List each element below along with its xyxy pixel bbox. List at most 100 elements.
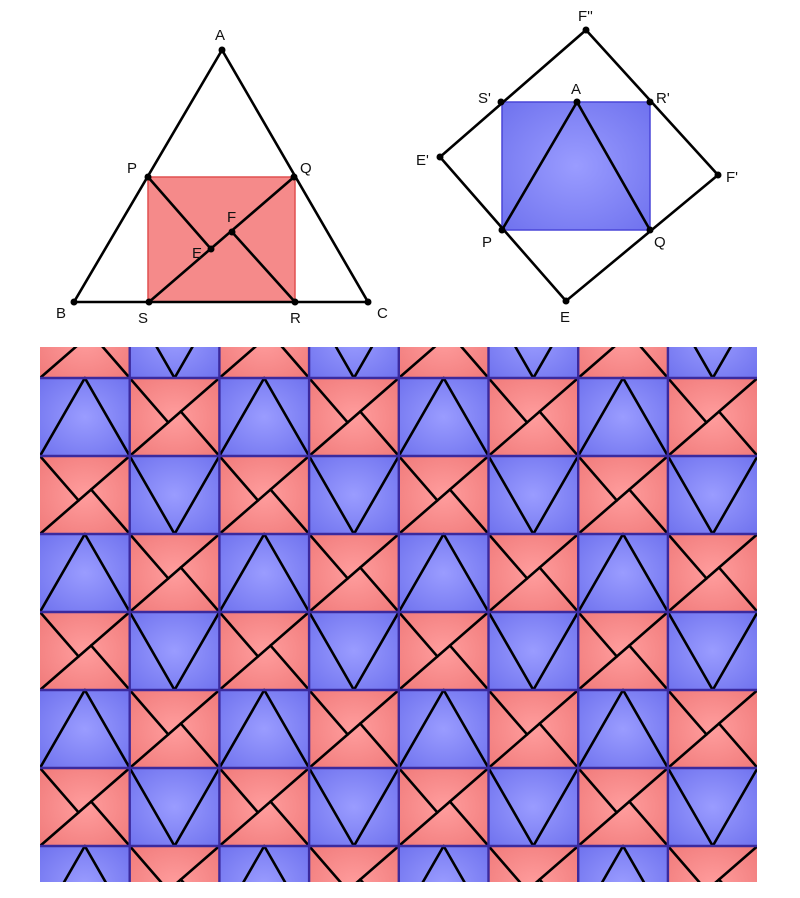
triangle-edge (173, 454, 221, 536)
dissection-cut (448, 644, 490, 692)
dissection-diagonal (397, 347, 437, 380)
triangle-edge (128, 610, 176, 692)
dissection-cut (358, 722, 401, 770)
dissection-cut (179, 722, 221, 770)
blue-tile (129, 347, 220, 378)
dissection-diagonal (40, 454, 131, 536)
triangle-edge (262, 376, 311, 458)
dissection-cut (179, 566, 221, 614)
dissection-cut (307, 376, 349, 424)
dissection-cut (219, 300, 258, 344)
triangle-edge (307, 454, 356, 536)
triangle-edge (666, 766, 715, 848)
triangle-edge (442, 688, 490, 770)
dissection-cut (628, 644, 670, 692)
triangle-edge (262, 532, 311, 614)
triangle-edge (711, 766, 757, 848)
segment-pe (146, 175, 213, 251)
dissection-cut (128, 688, 170, 736)
dissection-cut (179, 878, 185, 882)
dissection-cut (128, 844, 163, 882)
triangle-edge (600, 844, 625, 882)
dissection-diagonal (397, 610, 490, 692)
blue-tile (40, 690, 130, 768)
triangle-edge (711, 347, 733, 380)
dissection-diagonal (307, 376, 401, 458)
dissection-diagonal (487, 532, 580, 614)
red-tile (129, 846, 220, 882)
triangle-edge (621, 688, 670, 770)
dissection-diagonal (218, 766, 311, 848)
triangle-edge (442, 532, 490, 614)
dissection-diagonal (397, 766, 490, 848)
triangle-edge (576, 376, 625, 458)
points-right (436, 26, 722, 305)
triangle-edge (307, 610, 356, 692)
blue-tile (219, 534, 310, 612)
dissection-cut (218, 454, 260, 502)
triangle-edge (621, 844, 646, 882)
triangle-edge (352, 766, 401, 848)
dissection-cut (307, 844, 343, 882)
triangle-square-figure: A P Q F E B S R C (56, 27, 388, 327)
dissection-cut (307, 532, 349, 580)
blue-tile (309, 347, 399, 378)
dissection-diagonal (666, 376, 757, 458)
triangle-edge (397, 532, 445, 614)
triangle-edge (242, 844, 266, 882)
blue-tile (219, 378, 310, 456)
label-e: E (192, 245, 202, 262)
triangle-edge (83, 688, 131, 770)
triangle-edge (218, 532, 266, 614)
blue-tile (309, 456, 399, 534)
dissection-cut (399, 300, 438, 344)
triangle-edge (334, 347, 356, 380)
blue-tile (398, 378, 489, 456)
triangle-edge (173, 347, 194, 380)
triangle-edge (576, 688, 625, 770)
triangle-edge (40, 688, 87, 770)
label-r-prime: R' (656, 90, 670, 107)
blue-tile (309, 768, 399, 846)
dissection-diagonal (176, 844, 221, 882)
label-b: B (56, 305, 66, 322)
dissection-diagonal (218, 610, 311, 692)
triangle-edge (307, 766, 356, 848)
dissection-cut (179, 410, 221, 458)
label-c: C (377, 305, 388, 322)
triangle-edge (173, 766, 221, 848)
triangle-edge (40, 376, 87, 458)
triangle-edge (83, 532, 131, 614)
triangle-edge (532, 610, 580, 692)
dissection-diagonal (576, 610, 670, 692)
dissection-cut (578, 300, 617, 344)
dissection-cut (538, 722, 580, 770)
triangle-edge (621, 376, 670, 458)
blue-tile (488, 612, 579, 690)
dissection-cut (280, 347, 311, 380)
dissection-diagonal (40, 347, 78, 380)
dissection-cut (666, 376, 708, 424)
dissection-cut (397, 766, 439, 814)
blue-tile (398, 534, 489, 612)
dissection-diagonal (307, 532, 401, 614)
dissection-cut (269, 800, 311, 848)
dissection-cut (40, 610, 80, 658)
blue-tile (578, 690, 668, 768)
dissection-cut (576, 610, 619, 658)
blue-tile (398, 690, 489, 768)
dissection-cut (487, 532, 529, 580)
triangle-edge (173, 610, 221, 692)
triangle-edge (487, 454, 535, 536)
triangle-edge (532, 766, 580, 848)
triangle-edge (666, 610, 715, 692)
triangle-edge (262, 844, 287, 882)
segment-fr (230, 230, 297, 304)
dissection-diagonal (576, 766, 670, 848)
triangle-edge (128, 454, 176, 536)
dissection-cut (487, 688, 529, 736)
points-left (70, 46, 372, 306)
dissection-cut (576, 766, 619, 814)
dissection-diagonal (576, 454, 670, 536)
